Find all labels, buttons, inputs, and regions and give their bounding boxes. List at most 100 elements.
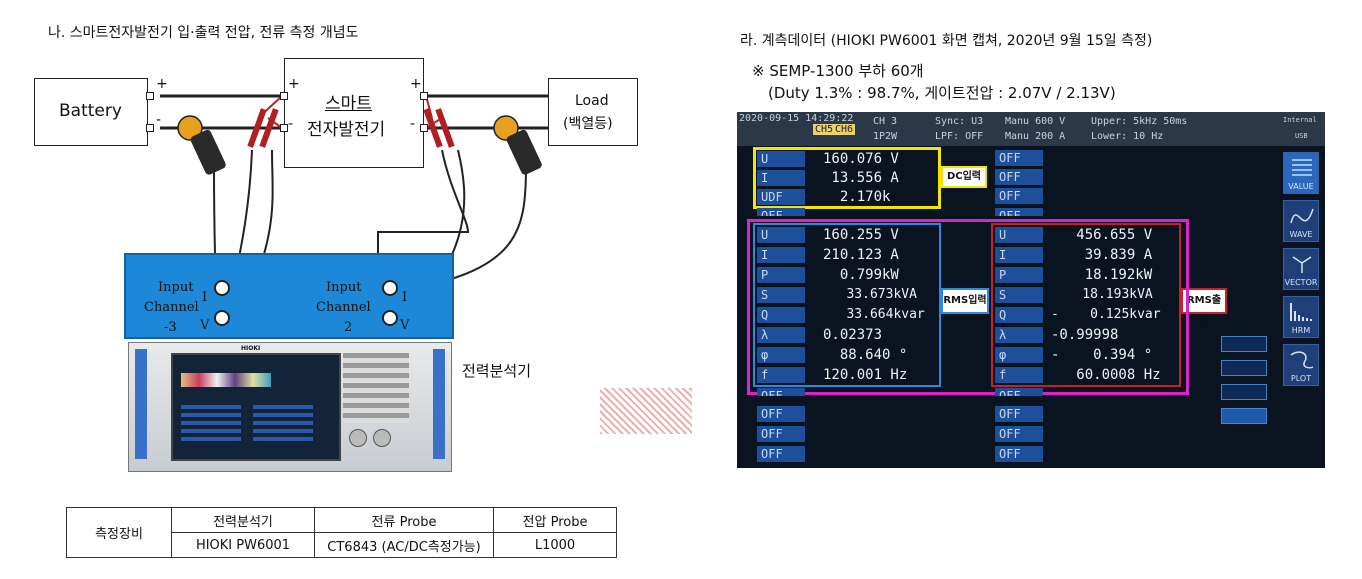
rms-out-label: λ (995, 327, 1043, 343)
dc-value: 13.556 A (823, 170, 899, 186)
side-button-label: HRM (1291, 326, 1311, 335)
rms-in-value: 160.255 V (823, 227, 899, 243)
screen-header: 2020-09-15 14:29:22 CH5 CH6 CH 3 1P2W Sy… (737, 112, 1325, 146)
seal-stamp (600, 388, 692, 434)
rms-out-value: 60.0008 Hz (1051, 367, 1161, 383)
generator-in-plus (280, 92, 288, 100)
ch2-v-label: V (400, 318, 410, 333)
rms-in-value: 33.664kvar (823, 307, 925, 322)
rms-out-row: φ- 0.394 ° (995, 346, 1195, 364)
rms-out-row: S 18.193kVA (995, 286, 1195, 304)
analyzer-right-rail (433, 349, 445, 459)
rms-in-value: 0.02373 (823, 327, 883, 343)
left-section-title: 나. 스마트전자발전기 입·출력 전압, 전류 측정 개념도 (48, 25, 359, 41)
rms-out-label: I (995, 247, 1043, 263)
ch2-input-label: Input (326, 280, 362, 295)
side-button-vector[interactable]: VECTOR (1283, 248, 1319, 290)
screen-manu-a: Manu 200 A (1005, 131, 1066, 142)
side-button-hrm[interactable]: HRM (1283, 296, 1319, 338)
generator-out-minus (420, 124, 428, 132)
ch3-channel-label: Channel (144, 300, 199, 315)
rms-in-label: S (757, 287, 805, 303)
off-button[interactable]: OFF (995, 406, 1043, 422)
generator-label-1: 스마트 (325, 94, 372, 114)
dc-highlight-box (753, 147, 941, 209)
right-section-title: 라. 계측데이터 (HIOKI PW6001 화면 캡쳐, 2020년 9월 1… (740, 33, 1153, 49)
rms-out-row: f 60.0008 Hz (995, 366, 1195, 384)
rms-out-row: P 18.192kW (995, 266, 1195, 284)
ch3-number: -3 (164, 320, 177, 335)
rms-in-label: P (757, 267, 805, 283)
off-button[interactable]: OFF (995, 208, 1043, 216)
off-button[interactable]: OFF (757, 388, 805, 396)
rms-out-label: P (995, 267, 1043, 283)
off-button[interactable]: OFF (995, 150, 1043, 166)
ch2-v-connector (382, 310, 398, 326)
screen-internal: Internal (1283, 116, 1317, 124)
plot-icon (1290, 351, 1314, 369)
off-button[interactable]: OFF (757, 406, 805, 422)
rms-out-value: 18.192kW (1051, 267, 1153, 283)
side-button-label: WAVE (1289, 230, 1313, 239)
harmonics-icon (1290, 303, 1312, 321)
value-current-probe: CT6843 (AC/DC측정가능) (314, 532, 494, 558)
analyzer-label: 전력분석기 (462, 362, 532, 380)
gen-in-minus-sign: - (288, 116, 294, 132)
side-button-label: VALUE (1288, 182, 1314, 191)
off-button[interactable]: OFF (757, 446, 805, 462)
rms-out-row: I 39.839 A (995, 246, 1195, 264)
screen-usb: USB (1295, 132, 1308, 140)
semp-note: ※ SEMP-1300 부하 60개 (752, 62, 924, 80)
value-voltage-probe: L1000 (493, 532, 617, 558)
screen-manu-v: Manu 600 V (1005, 116, 1066, 127)
off-button[interactable]: OFF (995, 388, 1043, 396)
ch3-v-connector (214, 310, 230, 326)
header-current-probe: 전류 Probe (314, 507, 494, 533)
analyzer-screen-values-left (181, 405, 241, 445)
mini-button[interactable] (1221, 384, 1267, 400)
off-button[interactable]: OFF (757, 208, 805, 216)
screen-ch-tag-5: CH5 (813, 124, 836, 135)
side-button-label: VECTOR (1284, 278, 1318, 287)
dc-label: I (757, 170, 805, 186)
rms-in-row: S 33.673kVA (757, 286, 947, 304)
off-button[interactable]: OFF (995, 426, 1043, 442)
off-button[interactable]: OFF (995, 188, 1043, 204)
load-box: Load (백열등) (548, 78, 638, 146)
value-icon (1292, 159, 1312, 179)
dc-label: UDF (757, 189, 805, 205)
side-button-value[interactable]: VALUE (1283, 152, 1319, 194)
vector-icon (1292, 256, 1312, 273)
mini-button[interactable] (1221, 408, 1267, 424)
mini-button[interactable] (1221, 360, 1267, 376)
ch3-i-connector (214, 280, 230, 296)
analyzer-screen-capture: 2020-09-15 14:29:22 CH5 CH6 CH 3 1P2W Sy… (737, 112, 1325, 468)
load-label-2: (백열등) (563, 116, 613, 132)
rms-in-highlight-box (753, 223, 941, 387)
analyzer-left-rail (135, 349, 147, 459)
battery-plus-terminal (146, 92, 154, 100)
rms-out-value: 39.839 A (1051, 247, 1153, 263)
mini-button[interactable] (1221, 336, 1267, 352)
rms-in-value: 120.001 Hz (823, 367, 908, 383)
generator-in-minus (280, 124, 288, 132)
dc-label: U (757, 151, 805, 167)
rms-out-value: 456.655 V (1051, 227, 1153, 243)
off-button[interactable]: OFF (995, 169, 1043, 185)
rms-in-callout: RMS입력 (941, 288, 989, 314)
analyzer-screen (171, 353, 341, 461)
rms-in-value: 0.799kW (823, 267, 899, 283)
screen-wiring: 1P2W (873, 131, 898, 142)
analyzer-brand: HIOKI (241, 345, 261, 352)
analyzer-input-panel (124, 253, 454, 339)
battery-minus-sign: - (156, 112, 162, 128)
off-button[interactable]: OFF (995, 446, 1043, 462)
rms-out-label: U (995, 227, 1043, 243)
wave-icon (1290, 208, 1314, 224)
side-button-wave[interactable]: WAVE (1283, 200, 1319, 242)
side-button-plot[interactable]: PLOT (1283, 344, 1319, 386)
rms-out-label: f (995, 367, 1043, 383)
ch2-i-connector (382, 280, 398, 296)
off-button[interactable]: OFF (757, 426, 805, 442)
